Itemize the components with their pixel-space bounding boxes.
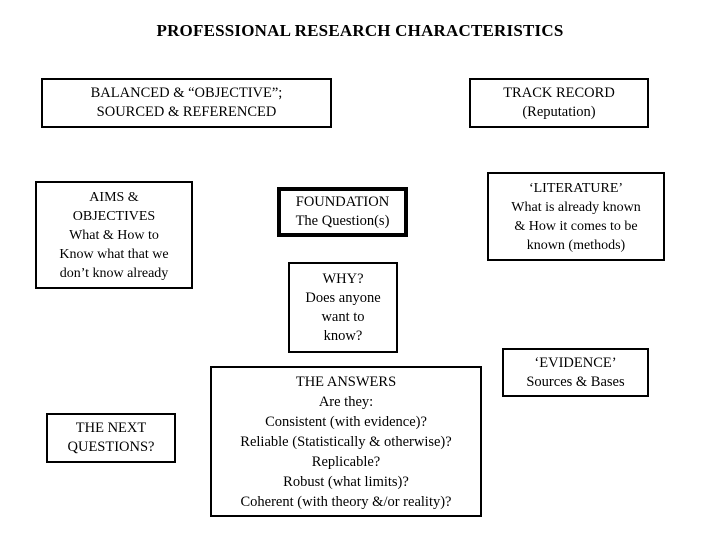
box-aims-objectives-line-2: OBJECTIVES (72, 208, 156, 224)
box-why-line-1: WHY? (322, 270, 364, 287)
box-literature-line-2: What is already known (511, 199, 641, 215)
box-track-record-line-2: (Reputation) (522, 104, 596, 120)
box-the-answers-line-6: Robust (what limits)? (283, 473, 409, 490)
box-why-line-3: want to (321, 308, 365, 325)
box-literature[interactable]: ‘LITERATURE’ What is already known & How… (487, 172, 665, 261)
box-track-record-line-1: TRACK RECORD (503, 85, 615, 101)
box-the-answers-line-5: Replicable? (311, 453, 381, 470)
box-the-answers-line-4: Reliable (Statistically & otherwise)? (240, 433, 452, 450)
box-why-line-2: Does anyone (305, 289, 381, 306)
box-the-answers[interactable]: THE ANSWERS Are they: Consistent (with e… (210, 366, 482, 517)
box-literature-line-4: known (methods) (526, 237, 626, 253)
box-evidence-line-1: ‘EVIDENCE’ (534, 354, 617, 371)
box-the-answers-line-2: Are they: (318, 393, 374, 410)
box-evidence-line-2: Sources & Bases (526, 373, 625, 390)
box-aims-objectives-line-1: AIMS & (89, 189, 139, 205)
box-next-questions-line-1: THE NEXT (75, 420, 147, 436)
box-next-questions[interactable]: THE NEXT QUESTIONS? (46, 413, 176, 463)
box-balanced-objective[interactable]: BALANCED & “OBJECTIVE”; SOURCED & REFERE… (41, 78, 332, 128)
box-the-answers-line-7: Coherent (with theory &/or reality)? (240, 493, 452, 510)
box-aims-objectives[interactable]: AIMS & OBJECTIVES What & How to Know wha… (35, 181, 193, 289)
box-balanced-objective-line-1: BALANCED & “OBJECTIVE”; (90, 85, 283, 101)
box-foundation[interactable]: FOUNDATION The Question(s) (277, 187, 408, 237)
page-title: PROFESSIONAL RESEARCH CHARACTERISTICS (156, 21, 564, 40)
box-aims-objectives-line-5: don’t know already (59, 265, 169, 281)
box-foundation-line-1: FOUNDATION (295, 194, 390, 210)
box-literature-line-1: ‘LITERATURE’ (528, 180, 624, 196)
box-foundation-line-2: The Question(s) (295, 213, 390, 229)
box-evidence[interactable]: ‘EVIDENCE’ Sources & Bases (502, 348, 649, 397)
box-the-answers-line-3: Consistent (with evidence)? (265, 413, 427, 430)
box-balanced-objective-line-2: SOURCED & REFERENCED (96, 104, 277, 120)
box-the-answers-line-1: THE ANSWERS (295, 373, 397, 390)
box-next-questions-line-2: QUESTIONS? (67, 439, 155, 455)
box-aims-objectives-line-3: What & How to (69, 227, 159, 243)
box-why[interactable]: WHY? Does anyone want to know? (288, 262, 398, 353)
box-literature-line-3: & How it comes to be (514, 218, 638, 234)
box-why-line-4: know? (323, 327, 363, 344)
box-track-record[interactable]: TRACK RECORD (Reputation) (469, 78, 649, 128)
box-aims-objectives-line-4: Know what that we (59, 246, 169, 262)
